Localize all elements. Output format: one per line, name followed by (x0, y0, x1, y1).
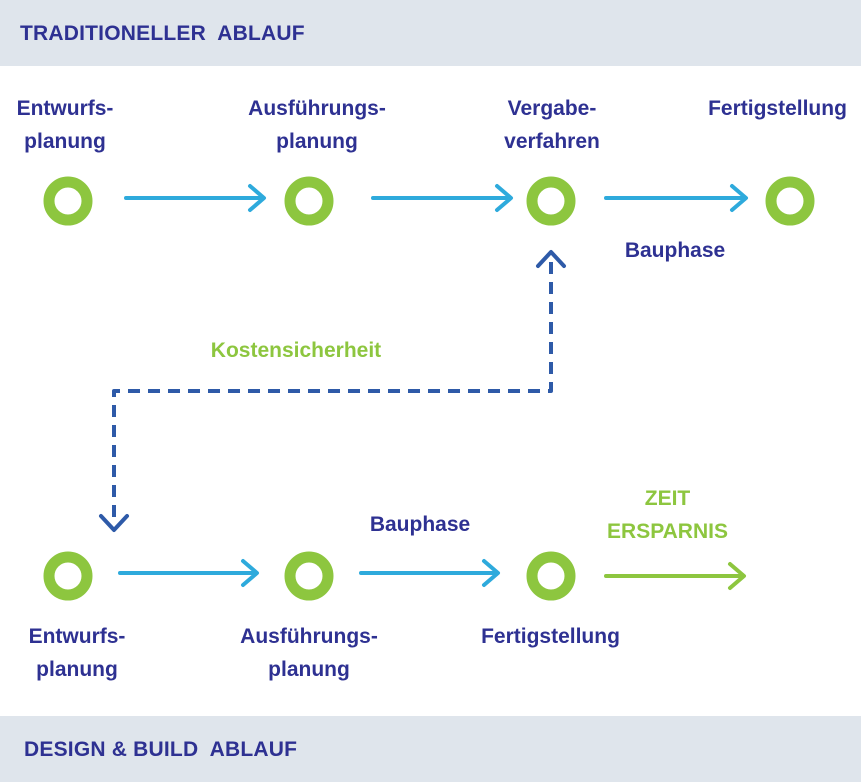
traditional-arrow-1 (124, 184, 266, 212)
traditional-node-1 (43, 176, 93, 226)
traditional-node-4 (765, 176, 815, 226)
traditional-header-title: TRADITIONELLER ABLAUF (20, 22, 305, 45)
traditional-header-band: TRADITIONELLER ABLAUF (0, 0, 861, 66)
design-build-header-band: DESIGN & BUILD ABLAUF (0, 716, 861, 782)
design-build-node-2 (284, 551, 334, 601)
traditional-arrow-2 (371, 184, 513, 212)
cost-certainty-connector (99, 250, 566, 532)
time-saving-label: ZEIT ERSPARNIS (607, 487, 728, 543)
traditional-step-label-1: Entwurfs- planung (16, 97, 114, 153)
design-build-arrow-1 (118, 559, 259, 587)
design-build-phase-label: Bauphase (369, 513, 471, 536)
traditional-node-2 (284, 176, 334, 226)
design-build-arrow-2 (359, 559, 500, 587)
design-build-step-label-3: Fertigstellung (481, 625, 620, 648)
traditional-step-label-3: Vergabe- verfahren (504, 97, 600, 153)
design-build-step-label-1: Entwurfs- planung (28, 625, 126, 681)
cost-certainty-label: Kostensicherheit (210, 339, 382, 362)
traditional-step-label-2: Ausführungs- planung (248, 97, 386, 153)
design-build-node-3 (526, 551, 576, 601)
traditional-arrow-3 (604, 184, 748, 212)
time-saving-arrow (604, 562, 746, 590)
design-build-node-1 (43, 551, 93, 601)
traditional-step-label-4: Fertigstellung (708, 97, 847, 120)
traditional-phase-label: Bauphase (624, 239, 726, 262)
design-build-header-title: DESIGN & BUILD ABLAUF (24, 738, 298, 761)
design-build-step-label-2: Ausführungs- planung (240, 625, 378, 681)
traditional-node-3 (526, 176, 576, 226)
